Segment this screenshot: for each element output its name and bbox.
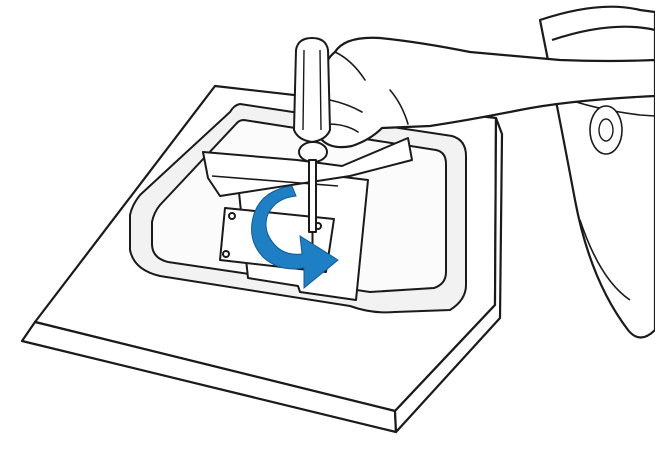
screwdriver-shaft <box>309 160 316 232</box>
bracket-hole <box>229 213 235 219</box>
screwdriver-handle <box>294 38 330 142</box>
monitor-neck <box>540 7 655 338</box>
bracket-hole <box>223 251 229 257</box>
